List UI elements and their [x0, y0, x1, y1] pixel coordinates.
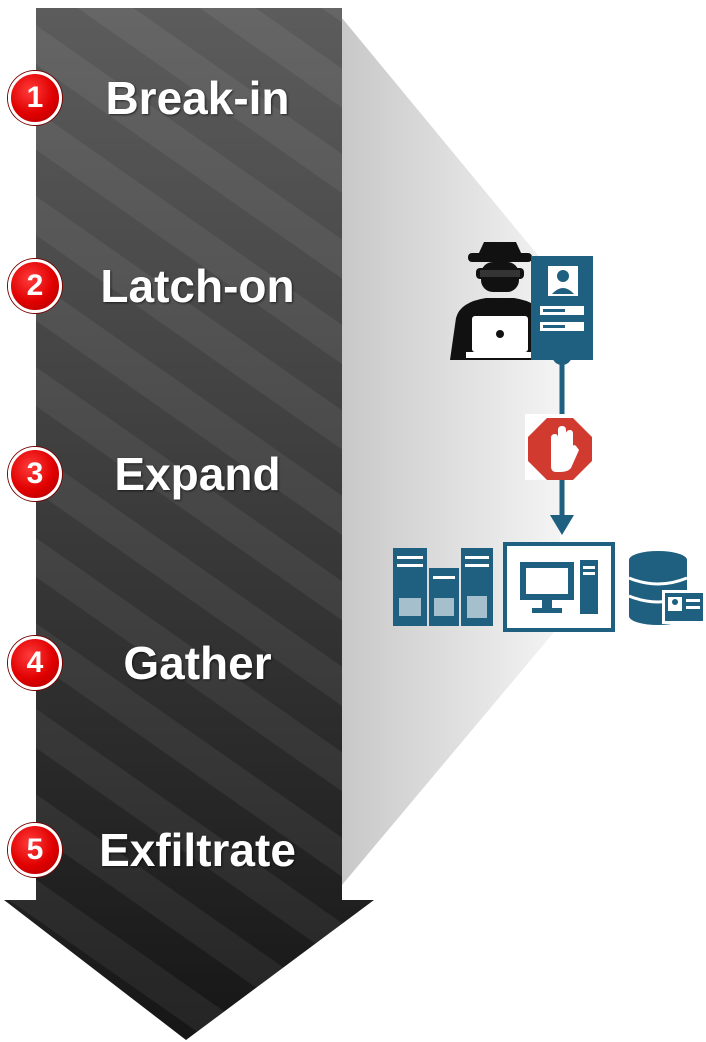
step-label: Exfiltrate [99, 824, 296, 876]
step-3: 3 Expand [8, 442, 338, 506]
step-label: Expand [114, 448, 281, 500]
step-number-badge: 5 [8, 823, 62, 877]
step-1: 1 Break-in [8, 66, 338, 130]
step-number-badge: 4 [8, 636, 62, 690]
step-number-badge: 1 [8, 71, 62, 125]
step-5: 5 Exfiltrate [8, 818, 338, 882]
step-label: Latch-on [100, 260, 295, 312]
login-card-icon [531, 256, 593, 360]
projection-wedge [342, 18, 560, 885]
step-number-badge: 2 [8, 259, 62, 313]
hacker-icon [450, 242, 550, 360]
lifecycle-arrow [4, 8, 374, 1040]
step-number-badge: 3 [8, 447, 62, 501]
step-label: Break-in [105, 72, 290, 124]
stop-hand-icon [525, 414, 595, 480]
step-4: 4 Gather [8, 631, 338, 695]
step-label: Gather [123, 637, 272, 689]
database-icon [628, 551, 706, 625]
workstation-icon [503, 542, 615, 632]
server-rack-icon [393, 548, 493, 626]
step-2: 2 Latch-on [8, 254, 338, 318]
